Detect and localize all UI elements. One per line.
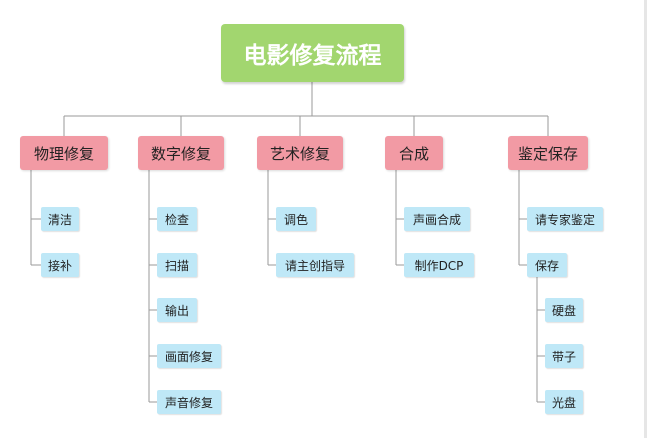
- leaf-color-grading: 调色: [276, 207, 316, 231]
- page-edge: [644, 0, 647, 438]
- leaf-storage: 保存: [527, 253, 567, 277]
- category-physical-repair: 物理修复: [20, 136, 108, 170]
- leaf-sound-repair: 声音修复: [157, 390, 221, 414]
- leaf-cleaning: 清洁: [41, 207, 79, 231]
- leaf-inspection: 检查: [157, 207, 197, 231]
- leaf-image-repair: 画面修复: [157, 344, 221, 368]
- category-digital-repair: 数字修复: [138, 136, 224, 170]
- leaf-splicing: 接补: [41, 253, 79, 277]
- leaf-expert-appraisal: 请专家鉴定: [527, 207, 603, 231]
- leaf-tape: 带子: [545, 344, 583, 368]
- leaf-scanning: 扫描: [157, 253, 197, 277]
- category-synthesis: 合成: [385, 136, 443, 170]
- leaf-creator-guidance: 请主创指导: [276, 253, 354, 277]
- category-appraisal-storage: 鉴定保存: [508, 136, 588, 170]
- leaf-output: 输出: [157, 298, 197, 322]
- leaf-make-dcp: 制作DCP: [404, 253, 474, 277]
- leaf-audio-video-sync: 声画合成: [404, 207, 470, 231]
- root-node: 电影修复流程: [221, 24, 404, 82]
- leaf-optical-disc: 光盘: [545, 390, 583, 414]
- leaf-hard-disk: 硬盘: [545, 298, 583, 322]
- category-art-repair: 艺术修复: [257, 136, 343, 170]
